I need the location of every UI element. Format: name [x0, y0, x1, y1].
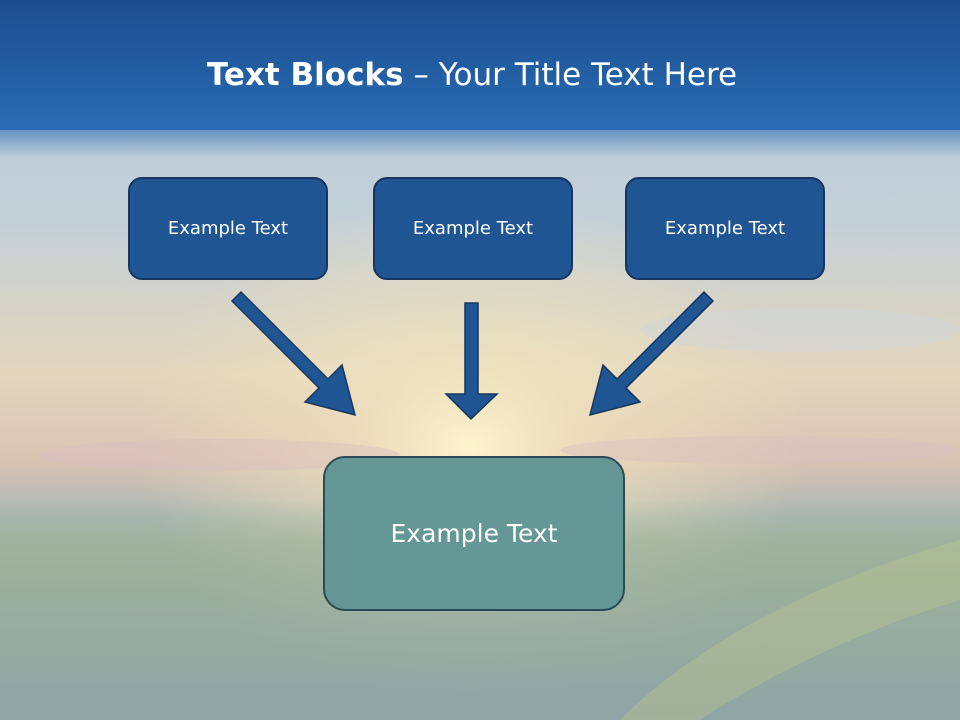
target-text-block[interactable]: Example Text — [323, 456, 625, 611]
text-block-center-label: Example Text — [412, 218, 534, 239]
slide-title-rest: – Your Title Text Here — [403, 57, 738, 93]
slide-title[interactable]: Text Blocks – Your Title Text Here — [0, 52, 944, 98]
text-block-left[interactable]: Example Text — [128, 177, 328, 280]
title-bar-fade — [0, 118, 960, 158]
text-block-left-label: Example Text — [167, 218, 289, 239]
arrow-left-icon — [230, 290, 357, 417]
text-block-center[interactable]: Example Text — [373, 177, 573, 280]
arrow-center-icon — [444, 302, 499, 421]
title-bar — [0, 0, 960, 130]
arrow-right-icon — [588, 290, 715, 417]
slide-title-bold: Text Blocks — [206, 57, 404, 93]
target-text-block-label: Example Text — [390, 519, 558, 548]
text-block-right[interactable]: Example Text — [625, 177, 825, 280]
text-block-right-label: Example Text — [664, 218, 786, 239]
